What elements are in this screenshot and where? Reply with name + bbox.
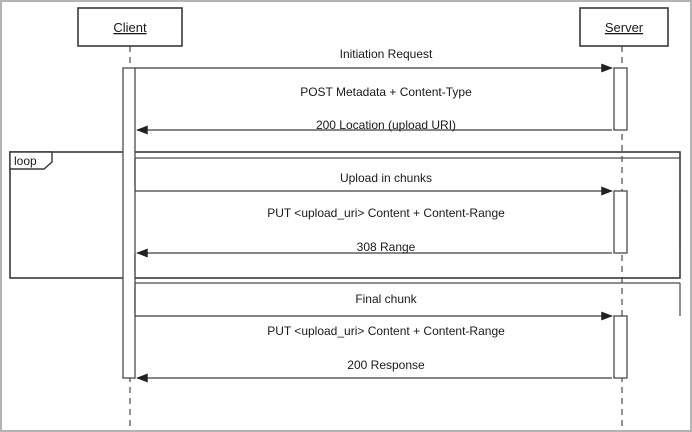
message-label-200-response: 200 Response bbox=[347, 358, 425, 372]
loop-fragment[interactable]: loop bbox=[9, 151, 681, 279]
section-header-final-chunk: Final chunk bbox=[355, 292, 417, 306]
participant-box-client bbox=[77, 7, 183, 47]
participant-box-server bbox=[579, 7, 669, 47]
activation-bar-server-chunk bbox=[613, 190, 628, 254]
message-label-put-chunk: PUT <upload_uri> Content + Content-Range bbox=[267, 206, 505, 220]
activation-bar-server-final bbox=[613, 315, 628, 379]
participant-label-client: Client bbox=[113, 20, 147, 35]
message-label-308-range: 308 Range bbox=[357, 240, 416, 254]
message-label-200-location: 200 Location (upload URI) bbox=[316, 118, 456, 132]
section-header-upload-chunks: Upload in chunks bbox=[340, 171, 432, 185]
activation-bar-server-initiation bbox=[613, 67, 628, 131]
section-final-chunk: Final chunk PUT <upload_uri> Content + C… bbox=[134, 282, 681, 383]
message-label-post-metadata: POST Metadata + Content-Type bbox=[300, 85, 472, 99]
participant-label-server: Server bbox=[605, 20, 644, 35]
section-header-initiation: Initiation Request bbox=[340, 47, 433, 61]
activation-bar-client bbox=[122, 67, 136, 379]
section-initiation: Initiation Request POST Metadata + Conte… bbox=[135, 47, 613, 135]
loop-fragment-border bbox=[9, 151, 681, 279]
loop-fragment-label: loop bbox=[14, 154, 37, 168]
section-upload-chunks: Upload in chunks PUT <upload_uri> Conten… bbox=[134, 157, 681, 278]
participant-server[interactable]: Server bbox=[579, 7, 669, 47]
message-label-put-final-chunk: PUT <upload_uri> Content + Content-Range bbox=[267, 324, 505, 338]
loop-fragment-tab bbox=[9, 151, 53, 170]
participant-client[interactable]: Client bbox=[77, 7, 183, 47]
